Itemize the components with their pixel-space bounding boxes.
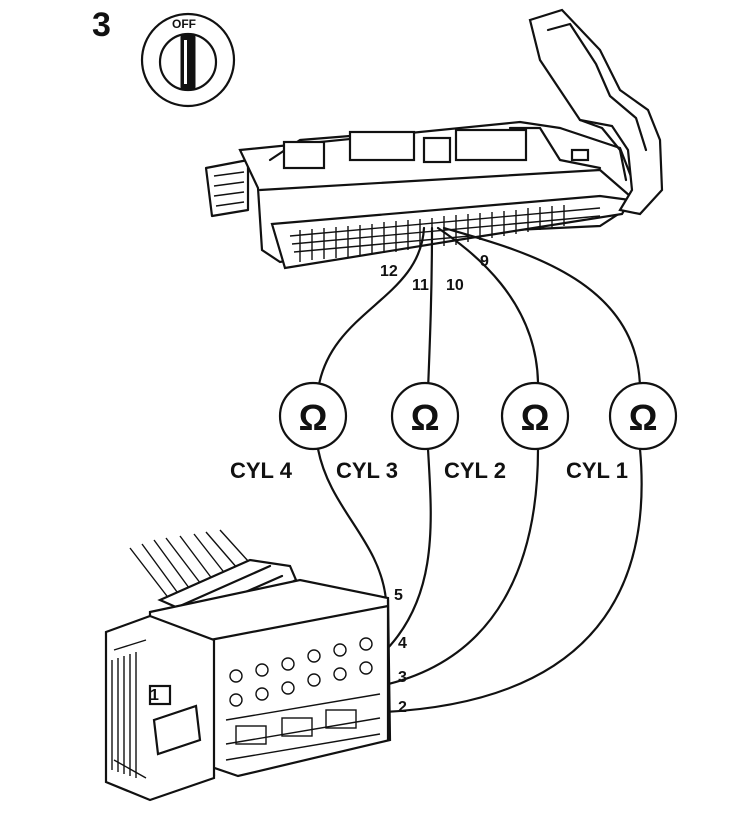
ecu-pin-12-label: 12 [380,263,398,280]
ohm-symbol: Ω [521,397,550,438]
ecu-pin-10-label: 10 [446,277,464,294]
ohmmeter-cyl-1: Ω [608,381,678,451]
connector-pin-1-label: 1 [150,687,159,704]
ohm-symbol: Ω [411,397,440,438]
injector-harness-connector [104,529,392,802]
ignition-off-label: OFF [172,17,196,31]
ohm-symbol: Ω [629,397,658,438]
ohmmeter-cyl-4: Ω [278,381,348,451]
ohm-symbol: Ω [299,397,328,438]
step-number: 3 [92,6,111,44]
ohmmeter-cyl-2: Ω [500,381,570,451]
ohmmeter-cyl-3: Ω [390,381,460,451]
ecu-pin-9-label: 9 [480,253,489,270]
connector-pin-3-label: 3 [398,669,407,686]
ecu-pin-11-label: 11 [412,277,429,294]
cyl-3-label: CYL 3 [336,458,398,483]
connector-pin-4-label: 4 [398,635,407,652]
connector-pin-5-label: 5 [394,587,403,604]
cyl-4-label: CYL 4 [230,458,293,483]
ecu-connector [204,8,664,270]
ignition-switch-icon: OFF [140,12,236,108]
connector-pin-2-label: 2 [398,699,407,716]
cyl-1-label: CYL 1 [566,458,628,483]
cyl-2-label: CYL 2 [444,458,506,483]
ecu-to-meter-wires [316,226,642,392]
